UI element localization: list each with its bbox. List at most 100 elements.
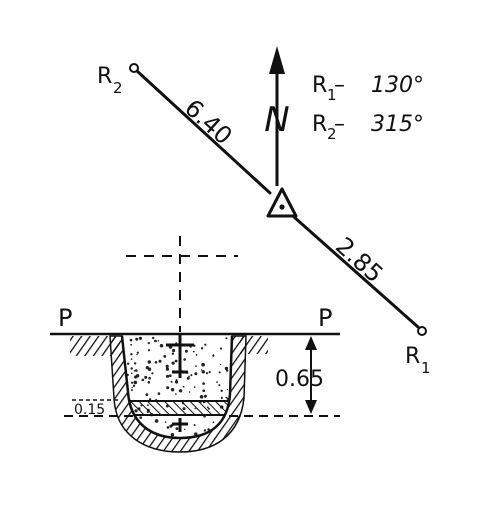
depth-dimension	[305, 336, 317, 414]
concrete-speckle	[132, 384, 136, 387]
bearing-r1-subscript: 1	[327, 86, 337, 104]
concrete-speckle	[163, 355, 167, 358]
bearing-legend: R 1 – 130° R 2 – 315°	[312, 73, 424, 143]
concrete-speckle	[203, 429, 207, 432]
concrete-speckle	[186, 376, 190, 380]
concrete-speckle	[127, 362, 130, 365]
concrete-speckle	[147, 360, 151, 364]
bearing-r1-separator: –	[334, 73, 345, 98]
concrete-speckle	[220, 389, 223, 392]
r1-label-subscript: 1	[421, 359, 431, 377]
concrete-speckle	[170, 433, 175, 437]
concrete-speckle	[175, 381, 178, 384]
concrete-speckle	[193, 424, 196, 426]
concrete-speckle	[147, 367, 152, 371]
concrete-speckle	[158, 359, 162, 363]
concrete-speckle	[218, 384, 221, 387]
concrete-speckle	[195, 354, 198, 356]
concrete-speckle	[133, 362, 137, 365]
bearing-r2-name: R	[312, 112, 327, 137]
concrete-speckle	[166, 426, 170, 429]
concrete-speckle	[225, 337, 228, 340]
concrete-speckle	[182, 385, 185, 388]
concrete-speckle	[138, 336, 142, 340]
concrete-speckle	[130, 343, 133, 346]
concrete-speckle	[146, 367, 149, 370]
concrete-speckle	[136, 351, 139, 354]
concrete-speckle	[133, 370, 136, 372]
concrete-speckle	[201, 362, 205, 367]
concrete-speckle	[157, 392, 161, 395]
concrete-speckle	[212, 421, 215, 424]
concrete-speckle	[147, 349, 151, 352]
concrete-speckle	[145, 393, 149, 396]
concrete-speckle	[188, 391, 191, 393]
concrete-speckle	[170, 388, 175, 392]
concrete-speckle	[135, 369, 138, 372]
surface-label-left: P	[58, 304, 72, 332]
concrete-speckle	[169, 424, 173, 428]
station-triangle-icon	[266, 187, 298, 218]
concrete-speckle	[166, 374, 170, 378]
concrete-speckle	[216, 381, 218, 383]
concrete-speckle	[208, 371, 211, 374]
concrete-speckle	[133, 380, 138, 385]
bearing-r1-value: 130°	[371, 73, 424, 98]
concrete-speckle	[201, 369, 203, 371]
bearing-r2-line: R 2 – 315°	[312, 112, 424, 143]
concrete-speckle	[171, 361, 175, 365]
bearing-r1-name: R	[312, 73, 327, 98]
depth-label: 0.65	[275, 367, 324, 392]
concrete-speckle	[220, 396, 223, 399]
concrete-speckle	[202, 382, 205, 385]
bearing-r2-subscript: 2	[327, 125, 337, 143]
concrete-speckle	[129, 338, 133, 342]
concrete-speckle	[159, 344, 164, 348]
concrete-speckle	[205, 372, 209, 375]
concrete-speckle	[165, 364, 169, 368]
concrete-speckle	[152, 336, 155, 340]
r1-label: R 1	[405, 344, 431, 377]
concrete-speckle	[225, 396, 228, 399]
concrete-speckle	[175, 379, 178, 381]
concrete-speckle	[201, 370, 205, 374]
concrete-speckle	[171, 352, 175, 355]
concrete-speckle	[200, 347, 204, 350]
concrete-speckle	[203, 394, 207, 398]
concrete-speckle	[122, 434, 124, 438]
concrete-speckle	[226, 388, 229, 391]
distance-r1-label: 2.85	[330, 232, 388, 289]
concrete-speckle	[195, 365, 197, 367]
concrete-speckle	[172, 348, 176, 353]
r2-label-subscript: 2	[113, 79, 123, 97]
bearing-r1-line: R 1 – 130°	[312, 73, 424, 104]
r1-point-marker	[417, 326, 427, 336]
concrete-speckle	[131, 386, 133, 389]
concrete-speckle	[178, 389, 183, 393]
slab-label: 0.15	[74, 402, 105, 418]
concrete-speckle	[165, 367, 169, 371]
concrete-speckle	[141, 378, 145, 382]
concrete-speckle	[130, 353, 133, 356]
concrete-speckle	[145, 376, 148, 378]
concrete-speckle	[183, 358, 186, 361]
concrete-speckle	[193, 386, 196, 388]
concrete-speckle	[131, 381, 134, 384]
concrete-speckle	[131, 372, 133, 375]
concrete-speckle	[184, 428, 186, 431]
concrete-speckle	[204, 343, 207, 346]
reference-line-r2	[129, 63, 272, 195]
concrete-speckle	[170, 380, 173, 383]
concrete-speckle	[190, 374, 193, 377]
concrete-speckle	[169, 374, 172, 378]
slab-layer	[122, 400, 232, 416]
concrete-speckle	[219, 347, 223, 350]
concrete-speckle	[139, 416, 142, 419]
concrete-speckle	[147, 381, 151, 384]
concrete-speckle	[224, 366, 229, 371]
concrete-speckle	[175, 427, 179, 430]
concrete-speckle	[136, 353, 138, 356]
r2-point-marker	[129, 63, 139, 73]
